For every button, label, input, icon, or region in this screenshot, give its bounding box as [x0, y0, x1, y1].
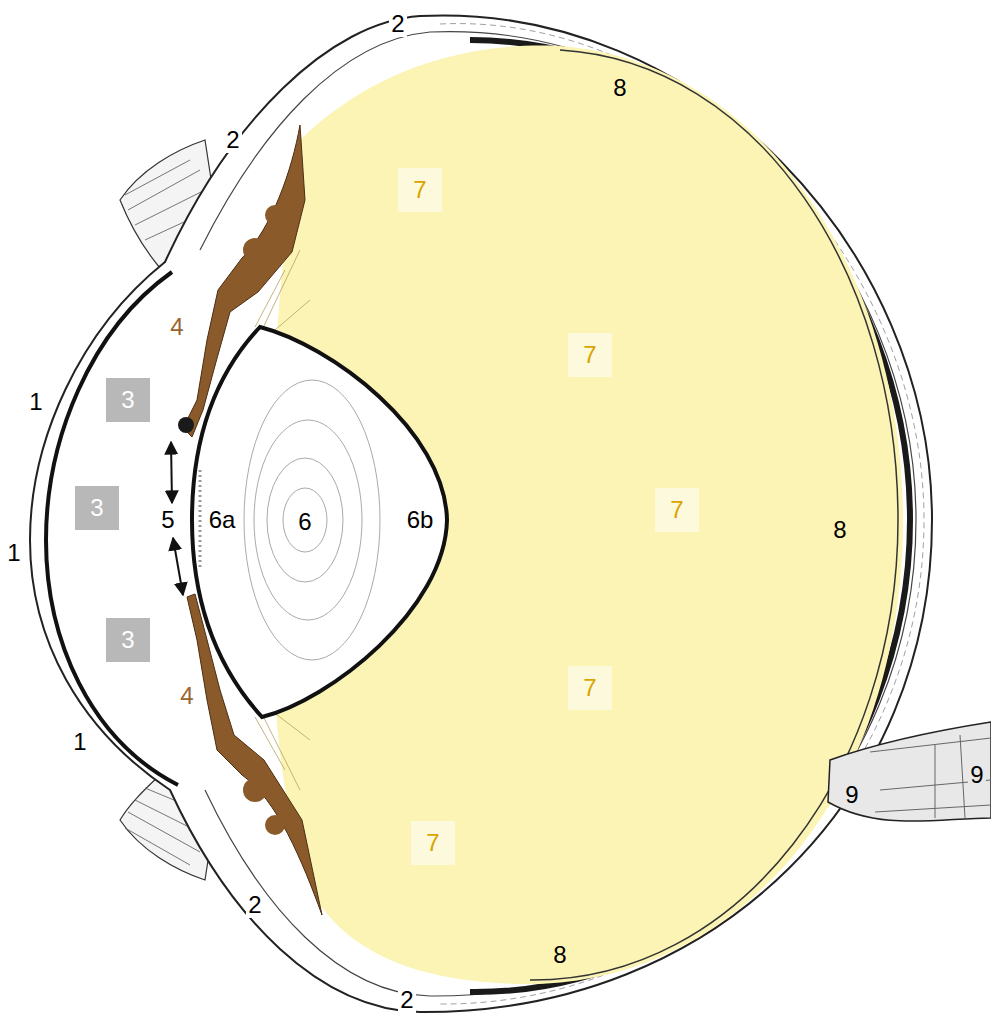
callout-number: 6b [405, 507, 436, 533]
callout-number: 1 [5, 540, 22, 566]
vitreous-marker: 7 [411, 821, 455, 865]
chamber-marker: 3 [75, 486, 119, 530]
vitreous-marker: 7 [398, 168, 442, 212]
ciliary-process [243, 778, 267, 802]
vitreous-marker: 7 [568, 666, 612, 710]
lens-rings [244, 380, 380, 660]
callout-number: 2 [246, 892, 263, 918]
callout-number: 7 [413, 178, 426, 202]
callout-number: 1 [71, 729, 88, 755]
callout-number: 8 [551, 942, 568, 968]
callout-number: 7 [583, 343, 596, 367]
callout-number: 9 [968, 762, 985, 788]
lens [192, 327, 447, 717]
callout-number: 5 [159, 507, 176, 533]
callout-number: 3 [121, 628, 134, 652]
nerve-fibres [870, 735, 991, 818]
pupil-margin [178, 417, 194, 433]
ciliary-process [265, 815, 285, 835]
chamber-marker: 3 [106, 618, 150, 662]
callout-number: 2 [398, 987, 415, 1013]
pupil-arrow [171, 442, 172, 503]
lens-epithelium [199, 470, 202, 570]
callout-number: 9 [843, 782, 860, 808]
cornea-inner [46, 272, 178, 785]
callout-number: 4 [168, 314, 185, 340]
vitreous-marker: 7 [655, 488, 699, 532]
callout-number: 8 [611, 75, 628, 101]
callout-number: 7 [670, 498, 683, 522]
callout-number: 2 [389, 11, 406, 37]
ciliary-process [265, 205, 285, 225]
retina [530, 50, 898, 980]
callout-number: 6 [296, 509, 313, 535]
sclera-outline [30, 15, 932, 1012]
callout-number: 7 [583, 676, 596, 700]
pupil-arrow [173, 538, 183, 595]
callout-number: 2 [224, 127, 241, 153]
chamber-marker: 3 [106, 378, 150, 422]
callout-number: 3 [121, 388, 134, 412]
callout-number: 3 [90, 496, 103, 520]
ciliary-process [243, 238, 267, 262]
callout-number: 8 [831, 517, 848, 543]
callout-number: 1 [27, 389, 44, 415]
optic-nerve [828, 722, 991, 821]
callout-number: 4 [178, 683, 195, 709]
callout-number: 7 [426, 831, 439, 855]
callout-number: 6a [207, 507, 238, 533]
vitreous-marker: 7 [568, 333, 612, 377]
